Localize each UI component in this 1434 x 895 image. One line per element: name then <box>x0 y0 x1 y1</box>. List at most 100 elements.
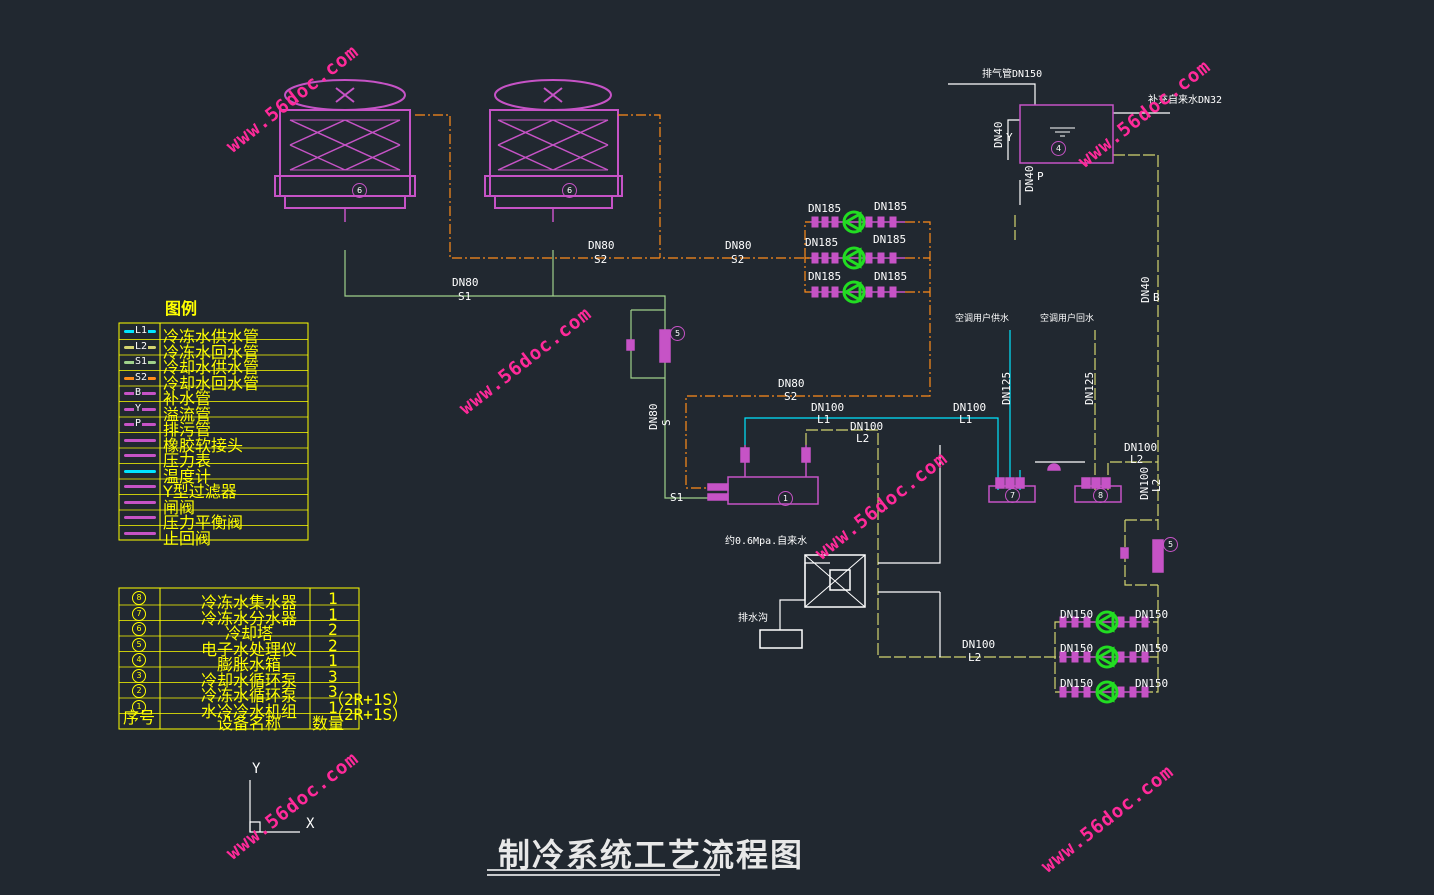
legend-symbol-icon: S2 <box>120 371 160 386</box>
makeup-lines <box>779 83 1170 657</box>
equipment-name: 冷冻水集水器 <box>200 593 297 612</box>
axis-x-label: X <box>306 816 315 832</box>
pipe-code-label: S2 <box>784 390 798 403</box>
legend-row: 压力表 <box>120 448 308 470</box>
equipment-header: 序号 设备名称 数量 <box>120 708 360 734</box>
heat-exchanger <box>759 554 866 649</box>
equipment-no: 7 <box>132 606 146 621</box>
legend-symbol-icon <box>120 510 160 525</box>
pipe-size-label: DN185 <box>808 270 842 283</box>
legend-code: S1 <box>134 356 149 367</box>
legend-row: 闸阀 <box>120 495 308 517</box>
equipment-marker: 5 <box>1163 537 1178 552</box>
legend-symbol-icon: B <box>120 386 160 401</box>
legend-label: 溢流管 <box>163 404 212 424</box>
cooling-tower-right <box>484 79 623 222</box>
legend-label: 压力平衡阀 <box>163 513 244 532</box>
legend-code: P <box>134 418 143 429</box>
legend-label: 压力表 <box>163 451 212 470</box>
equipment-name: 冷冻水分水器 <box>200 608 297 628</box>
equipment-qty: 1 <box>328 604 338 624</box>
legend-symbol-icon <box>120 479 160 494</box>
equipment-qty: 1 <box>328 651 338 670</box>
axis-y-label: Y <box>252 761 261 777</box>
legend-symbol-icon <box>120 433 160 448</box>
collector <box>1047 463 1122 503</box>
pipe-size-label: DN185 <box>808 202 842 215</box>
equipment-name: 冷却水循环泵 <box>200 670 297 690</box>
pump-icon <box>1095 610 1119 704</box>
cooling-tower-left <box>274 79 416 222</box>
overflow-tag: Y <box>1006 131 1013 144</box>
drain-tag: P <box>1037 170 1044 183</box>
pipe-size-label: DN150 <box>1060 677 1094 690</box>
pipe-size-label: DN100 <box>850 420 884 433</box>
dn40-label: DN40 <box>1023 165 1036 193</box>
legend-code: L1 <box>134 325 149 336</box>
legend-symbol-icon: L1 <box>120 324 160 339</box>
expansion-tank <box>1019 104 1114 164</box>
legend-label: 补水管 <box>163 389 212 408</box>
legend-symbol-icon <box>120 448 160 463</box>
equipment-marker: 7 <box>1005 488 1020 503</box>
chiller-unit <box>707 445 819 505</box>
equipment-qty: 1 <box>328 589 338 608</box>
legend-symbol-icon <box>120 526 160 541</box>
header-no: 序号 <box>123 708 156 727</box>
legend-code: L2 <box>134 340 149 352</box>
legend-label: 冷却水回水管 <box>163 373 260 393</box>
makeup-label: 补充自来水DN32 <box>1148 95 1223 106</box>
pipe-size-label: DN80 <box>725 239 752 252</box>
equipment-marker: 1 <box>778 491 793 506</box>
header-name: 设备名称 <box>216 714 281 733</box>
equipment-row: 7 冷冻水分水器 1 <box>120 604 360 628</box>
legend-code: B <box>134 387 143 398</box>
pipe-size-label: DN80 <box>778 377 805 390</box>
pipe-size-label: DN100 <box>953 401 987 414</box>
legend-grid <box>119 339 308 526</box>
pipe-size-label: DN185 <box>873 233 907 246</box>
pipe-size-label: DN100 <box>962 638 996 651</box>
pipe-size-label: DN100 <box>1138 466 1151 500</box>
pipe-code-label: S2 <box>594 253 608 266</box>
legend-label: 排污管 <box>163 420 212 439</box>
equipment-grid <box>119 604 359 714</box>
dn40-label: DN40 <box>1139 276 1152 304</box>
equipment-no: 6 <box>132 622 146 636</box>
pipe-size-label: DN80 <box>588 239 615 252</box>
equipment-marker: 4 <box>1051 141 1066 156</box>
pipe-code-label: L2 <box>1130 453 1144 466</box>
pipe-size-label: DN100 <box>1124 441 1158 454</box>
cooling-supply-lines <box>344 250 708 499</box>
pipe-size-label: DN150 <box>1135 677 1169 690</box>
pipe-code-label: L2 <box>856 432 870 445</box>
pipe-size-label: DN150 <box>1060 608 1094 621</box>
equipment-name: 电子水处理仪 <box>200 639 297 659</box>
legend-label: 闸阀 <box>163 497 196 517</box>
legend-row: Y型过滤器 <box>120 479 308 501</box>
equipment-name: 冷却塔 <box>224 624 273 643</box>
legend-code: S2 <box>134 371 149 383</box>
water-treatment-unit <box>626 329 1164 573</box>
legend-row: S2 冷却水回水管 <box>120 371 308 393</box>
drawing-title: 制冷系统工艺流程图 <box>498 836 805 874</box>
equipment-qty: 3（2R+1S） <box>328 682 409 724</box>
legend-row: 压力平衡阀 <box>120 510 308 532</box>
equipment-table <box>118 587 360 730</box>
pipe-size-label: DN80 <box>647 403 660 431</box>
legend-label: 温度计 <box>163 466 212 486</box>
equipment-no: 2 <box>132 684 146 698</box>
pipe-size-label: DN185 <box>874 200 908 213</box>
equipment-no: 8 <box>132 591 146 605</box>
pipe-code-label: S <box>660 419 673 426</box>
equipment-no: 5 <box>132 637 146 652</box>
equipment-row: 8 冷冻水集水器 1 <box>120 589 360 612</box>
equipment-qty: 1 <box>328 697 338 717</box>
equipment-name: 水冷冷水机组 <box>200 701 297 721</box>
